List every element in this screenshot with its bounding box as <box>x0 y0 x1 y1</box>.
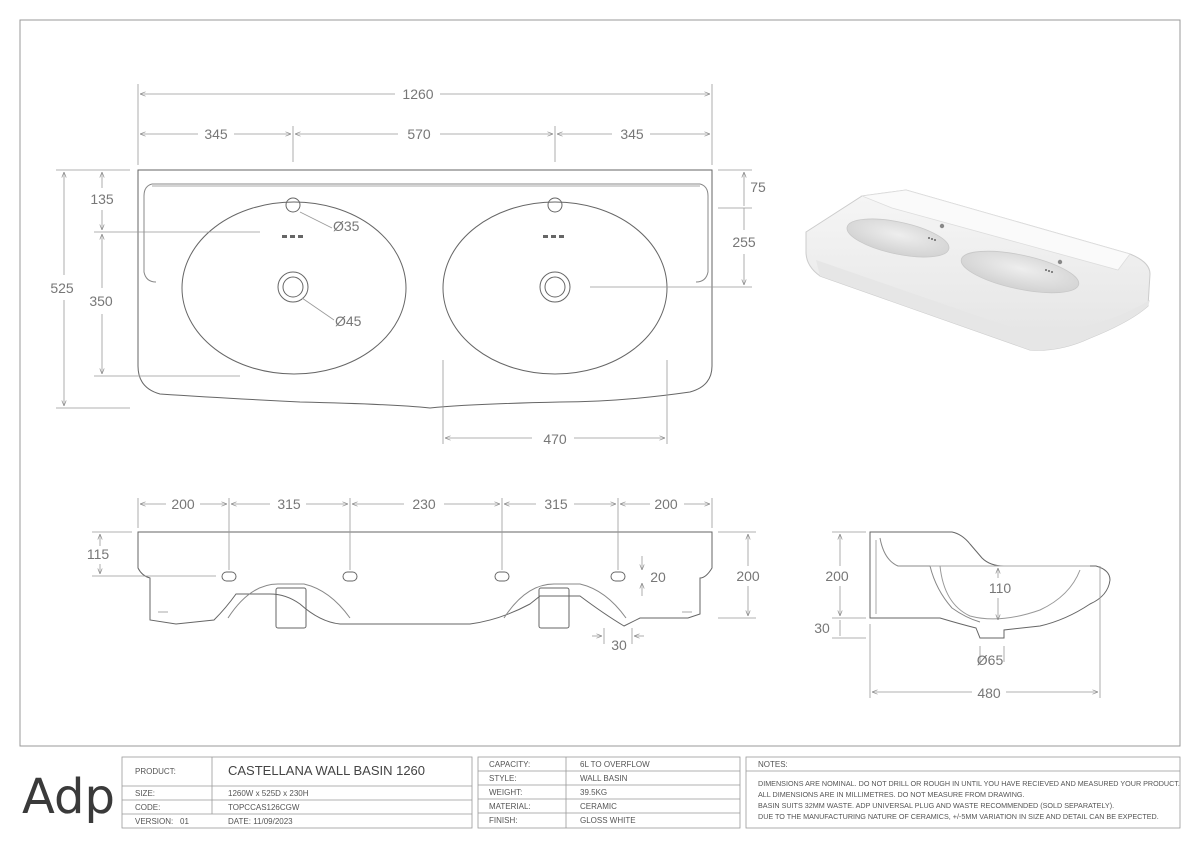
capacity-label: CAPACITY: <box>489 760 530 769</box>
dim-front-seg2: 315 <box>277 496 301 512</box>
material-value: CERAMIC <box>580 802 617 811</box>
side-view-dim-text: 200 110 30 Ø65 480 <box>814 568 1011 701</box>
code-value: TOPCCAS126CGW <box>228 803 300 812</box>
top-view <box>137 169 713 409</box>
top-view-dimensions <box>56 84 752 444</box>
front-view <box>137 531 713 629</box>
dim-front-seg3: 230 <box>412 496 436 512</box>
front-view-dim-text: 200 315 230 315 200 115 200 20 30 <box>87 496 760 653</box>
top-view-outline <box>137 169 713 409</box>
product-label: PRODUCT: <box>135 767 176 776</box>
notes-label: NOTES: <box>758 760 788 769</box>
dim-left-segment: 345 <box>204 126 228 142</box>
size-value: 1260W x 525D x 230H <box>228 789 309 798</box>
dim-waste-width: 30 <box>611 637 627 653</box>
right-tap-hole <box>547 197 563 213</box>
dim-upstand-to-waste: 255 <box>732 234 756 250</box>
version-label: VERSION: <box>135 817 173 826</box>
note-line-3: BASIN SUITS 32MM WASTE. ADP UNIVERSAL PL… <box>758 801 1114 810</box>
title-block: Adp PRODUCT: CASTELLANA WALL BASIN 1260 … <box>22 756 1181 829</box>
dim-right-segment: 345 <box>620 126 644 142</box>
right-bowl <box>442 201 668 375</box>
product-table <box>121 756 473 829</box>
weight-label: WEIGHT: <box>489 788 522 797</box>
dim-side-height: 200 <box>825 568 849 584</box>
front-left-waste <box>275 587 307 629</box>
dim-overflow-slot: 20 <box>650 569 666 585</box>
dim-bowl-width: 470 <box>543 431 567 447</box>
capacity-value: 6L TO OVERFLOW <box>580 760 650 769</box>
basin-upstand <box>860 189 1131 271</box>
size-label: SIZE: <box>135 789 155 798</box>
top-view-rim-left <box>143 183 157 283</box>
date-value: DATE: 11/09/2023 <box>228 817 293 826</box>
right-waste-inner <box>544 276 566 298</box>
dim-back-upstand: 75 <box>750 179 766 195</box>
render-right-tap-hole <box>1057 259 1063 265</box>
note-line-1: DIMENSIONS ARE NOMINAL. DO NOT DRILL OR … <box>758 779 1180 788</box>
dim-tap-hole: Ø35 <box>333 218 360 234</box>
right-waste-outer <box>539 271 571 303</box>
material-label: MATERIAL: <box>489 802 531 811</box>
top-view-dim-text: 1260 345 570 345 135 525 350 75 255 470 … <box>50 86 766 447</box>
front-right-waste <box>538 587 570 629</box>
weight-value: 39.5KG <box>580 788 607 797</box>
style-value: WALL BASIN <box>580 774 628 783</box>
dim-overall-depth: 525 <box>50 280 74 296</box>
version-value: 01 <box>180 817 189 826</box>
render-left-bowl <box>846 218 950 258</box>
side-view-dimensions <box>832 531 1101 698</box>
left-waste-inner <box>282 276 304 298</box>
render-right-bowl <box>960 250 1080 294</box>
left-waste-outer <box>277 271 309 303</box>
dim-front-seg4: 315 <box>544 496 568 512</box>
render-left-tap-hole <box>939 223 945 229</box>
dim-edge-to-tap: 135 <box>90 191 114 207</box>
note-line-4: DUE TO THE MANUFACTURING NATURE OF CERAM… <box>758 812 1159 821</box>
dim-bowl-depth: 350 <box>89 293 113 309</box>
finish-label: FINISH: <box>489 816 517 825</box>
dim-middle-segment: 570 <box>407 126 431 142</box>
drawing-frame <box>19 19 1181 747</box>
front-view-dimensions <box>92 498 756 644</box>
overflow-slot-4 <box>610 571 626 582</box>
basin-front-apron <box>816 260 1150 351</box>
dim-waste-hole: Ø45 <box>335 313 362 329</box>
dim-side-bowl-depth: 110 <box>989 580 1012 596</box>
notes-table <box>745 756 1181 829</box>
style-label: STYLE: <box>489 774 517 783</box>
product-name: CASTELLANA WALL BASIN 1260 <box>228 763 425 778</box>
overflow-slot-2 <box>342 571 358 582</box>
dim-front-seg1: 200 <box>171 496 195 512</box>
note-line-2: ALL DIMENSIONS ARE IN MILLIMETRES. DO NO… <box>758 790 1025 799</box>
finish-value: GLOSS WHITE <box>580 816 636 825</box>
basin-3d-render <box>805 189 1151 351</box>
overflow-slot-1 <box>221 571 237 582</box>
left-bowl <box>181 201 407 375</box>
dim-side-base: 30 <box>814 620 830 636</box>
dim-front-overall-height: 200 <box>736 568 760 584</box>
dim-side-waste: Ø65 <box>977 652 1004 668</box>
top-view-rim-right <box>152 183 709 283</box>
overflow-slot-3 <box>494 571 510 582</box>
spec-table <box>477 756 741 829</box>
dim-front-seg5: 200 <box>654 496 678 512</box>
code-label: CODE: <box>135 803 160 812</box>
adp-logo: Adp <box>22 769 115 825</box>
dim-overall-width: 1260 <box>402 86 433 102</box>
left-tap-hole <box>285 197 301 213</box>
front-view-outline <box>137 531 713 627</box>
dim-overflow-height: 115 <box>87 546 110 562</box>
dim-side-depth: 480 <box>977 685 1001 701</box>
